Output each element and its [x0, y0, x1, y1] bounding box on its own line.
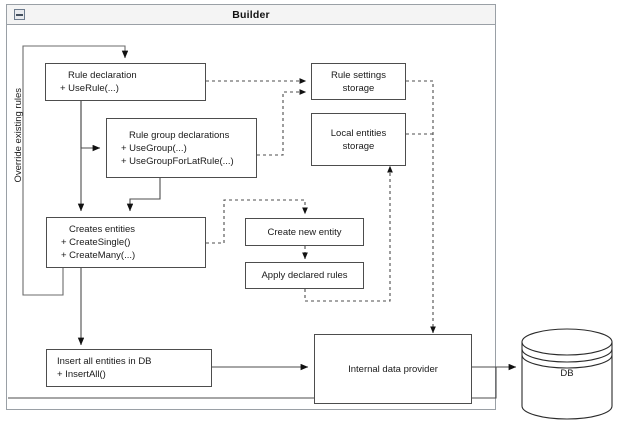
edge-ruledecl-to-rulegroup	[80, 100, 101, 152]
node-local-entities-storage-line2: storage	[342, 140, 375, 152]
node-internal-data-provider-line1: Internal data provider	[348, 363, 438, 375]
node-rule-settings-storage-line1: Rule settings	[331, 69, 386, 81]
edge-rulegroup-to-creates	[126, 178, 161, 212]
node-create-new-entity[interactable]: Create new entity	[245, 218, 364, 246]
collapse-box-icon[interactable]	[14, 9, 25, 20]
node-apply-declared-rules-line1: Apply declared rules	[261, 270, 348, 281]
node-local-entities-storage[interactable]: Local entities storage	[311, 113, 406, 166]
node-creates-entities-line2: + CreateSingle()	[61, 237, 131, 248]
edge-rulesettings-to-provider	[406, 80, 436, 334]
edge-label-override-existing-rules: Override existing rules	[13, 88, 24, 183]
node-rule-declaration-line2: + UseRule(...)	[60, 83, 119, 94]
builder-title-text: Builder	[232, 8, 270, 21]
node-apply-declared-rules[interactable]: Apply declared rules	[245, 262, 364, 289]
node-rule-declaration-line1: Rule declaration	[68, 70, 137, 81]
edge-applyrules-to-localstorage	[304, 165, 393, 302]
node-insert-all-entities[interactable]: Insert all entities in DB + InsertAll()	[46, 349, 212, 387]
node-create-new-entity-line1: Create new entity	[267, 226, 342, 238]
node-insert-all-entities-line2: + InsertAll()	[57, 369, 106, 380]
node-internal-data-provider[interactable]: Internal data provider	[314, 334, 472, 404]
node-rule-group-declarations-line3: + UseGroupForLatRule(...)	[121, 155, 234, 167]
node-rule-group-declarations[interactable]: Rule group declarations + UseGroup(...) …	[106, 118, 257, 178]
node-rule-settings-storage[interactable]: Rule settings storage	[311, 63, 406, 100]
edge-provider-feedback	[8, 366, 497, 399]
node-rule-settings-storage-line2: storage	[342, 82, 375, 94]
node-creates-entities-line1: Creates entities	[69, 224, 136, 235]
edge-override-existing-rules	[22, 45, 129, 296]
db-cylinder-icon[interactable]	[521, 328, 613, 420]
node-creates-entities-line3: + CreateMany(...)	[61, 250, 136, 261]
builder-title-bar: Builder	[6, 4, 496, 25]
node-local-entities-storage-line1: Local entities	[330, 127, 387, 139]
node-rule-group-declarations-line1: Rule group declarations	[129, 129, 230, 141]
node-rule-group-declarations-line2: + UseGroup(...)	[121, 142, 187, 154]
db-label: DB	[560, 368, 574, 379]
edge-rulegroup-to-rulesettings	[257, 89, 307, 156]
node-insert-all-entities-line1: Insert all entities in DB	[57, 356, 152, 367]
node-rule-declaration[interactable]: Rule declaration + UseRule(...)	[45, 63, 206, 101]
node-creates-entities[interactable]: Creates entities + CreateSingle() + Crea…	[46, 217, 206, 268]
edge-creates-to-createnew	[206, 199, 308, 244]
